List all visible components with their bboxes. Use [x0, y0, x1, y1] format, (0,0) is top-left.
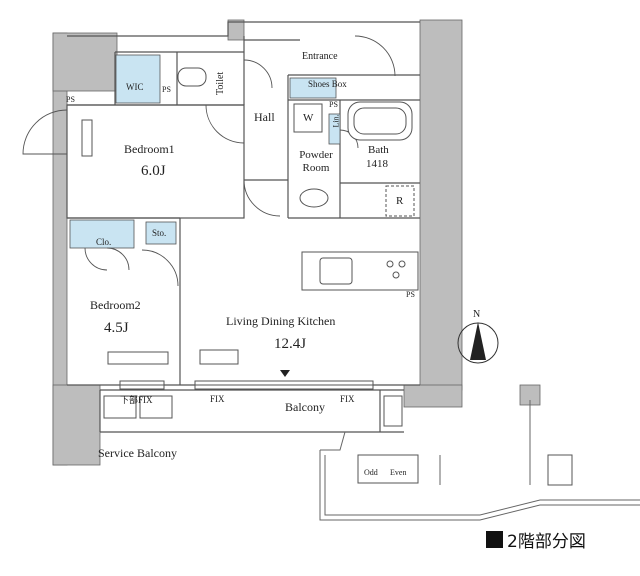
- structural-walls: [52, 19, 541, 466]
- linen-label: Lin.: [331, 114, 341, 128]
- bedroom2-size-label: 4.5J: [104, 320, 129, 336]
- even-label: Even: [390, 468, 407, 477]
- bedroom1-label: Bedroom1: [124, 142, 175, 156]
- compass-north-label: N: [473, 309, 481, 320]
- ps-label-left: PS: [66, 95, 75, 104]
- shoes-box-label: Shoes Box: [308, 79, 347, 89]
- balcony-windows: [119, 380, 374, 390]
- storage-fills: [69, 54, 341, 249]
- ps-label-kitchen: PS: [406, 290, 415, 299]
- compass-icon: [457, 322, 499, 364]
- wic-label: WIC: [126, 82, 144, 92]
- balcony-label: Balcony: [285, 400, 325, 414]
- doors: [22, 35, 396, 287]
- bath-label: Bath: [368, 144, 389, 156]
- ps-label-bath: PS: [329, 100, 338, 109]
- legend-square-icon: [486, 530, 503, 548]
- bedroom2-label: Bedroom2: [90, 298, 141, 312]
- fix-center-label: FIX: [210, 394, 225, 404]
- bedroom1-size-label: 6.0J: [141, 163, 166, 179]
- ldk-size-label: 12.4J: [274, 336, 307, 352]
- odd-label: Odd: [364, 468, 378, 477]
- refrigerator-label: R: [396, 195, 404, 207]
- entry-marker-icon: [280, 370, 290, 377]
- legend-text: 2階部分図: [507, 531, 586, 552]
- powder-room-label: Powder Room: [299, 149, 333, 175]
- bath-size-label: 1418: [366, 158, 388, 170]
- toilet-label: Toilet: [215, 71, 226, 95]
- balcony-rails: [319, 400, 640, 521]
- legend: 2階部分図: [486, 527, 586, 552]
- ps-label-wic: PS: [162, 85, 171, 94]
- ldk-label: Living Dining Kitchen: [226, 314, 336, 328]
- entrance-label: Entrance: [302, 51, 338, 62]
- fixtures: [81, 67, 573, 486]
- fix-left-label: 下部FIX: [120, 395, 153, 405]
- washer-label: W: [303, 112, 314, 124]
- service-balcony-label: Service Balcony: [98, 446, 177, 460]
- storage-label: Sto.: [152, 228, 167, 238]
- hall-label: Hall: [254, 110, 275, 124]
- closet-label: Clo.: [96, 237, 112, 247]
- fix-right-label: FIX: [340, 394, 355, 404]
